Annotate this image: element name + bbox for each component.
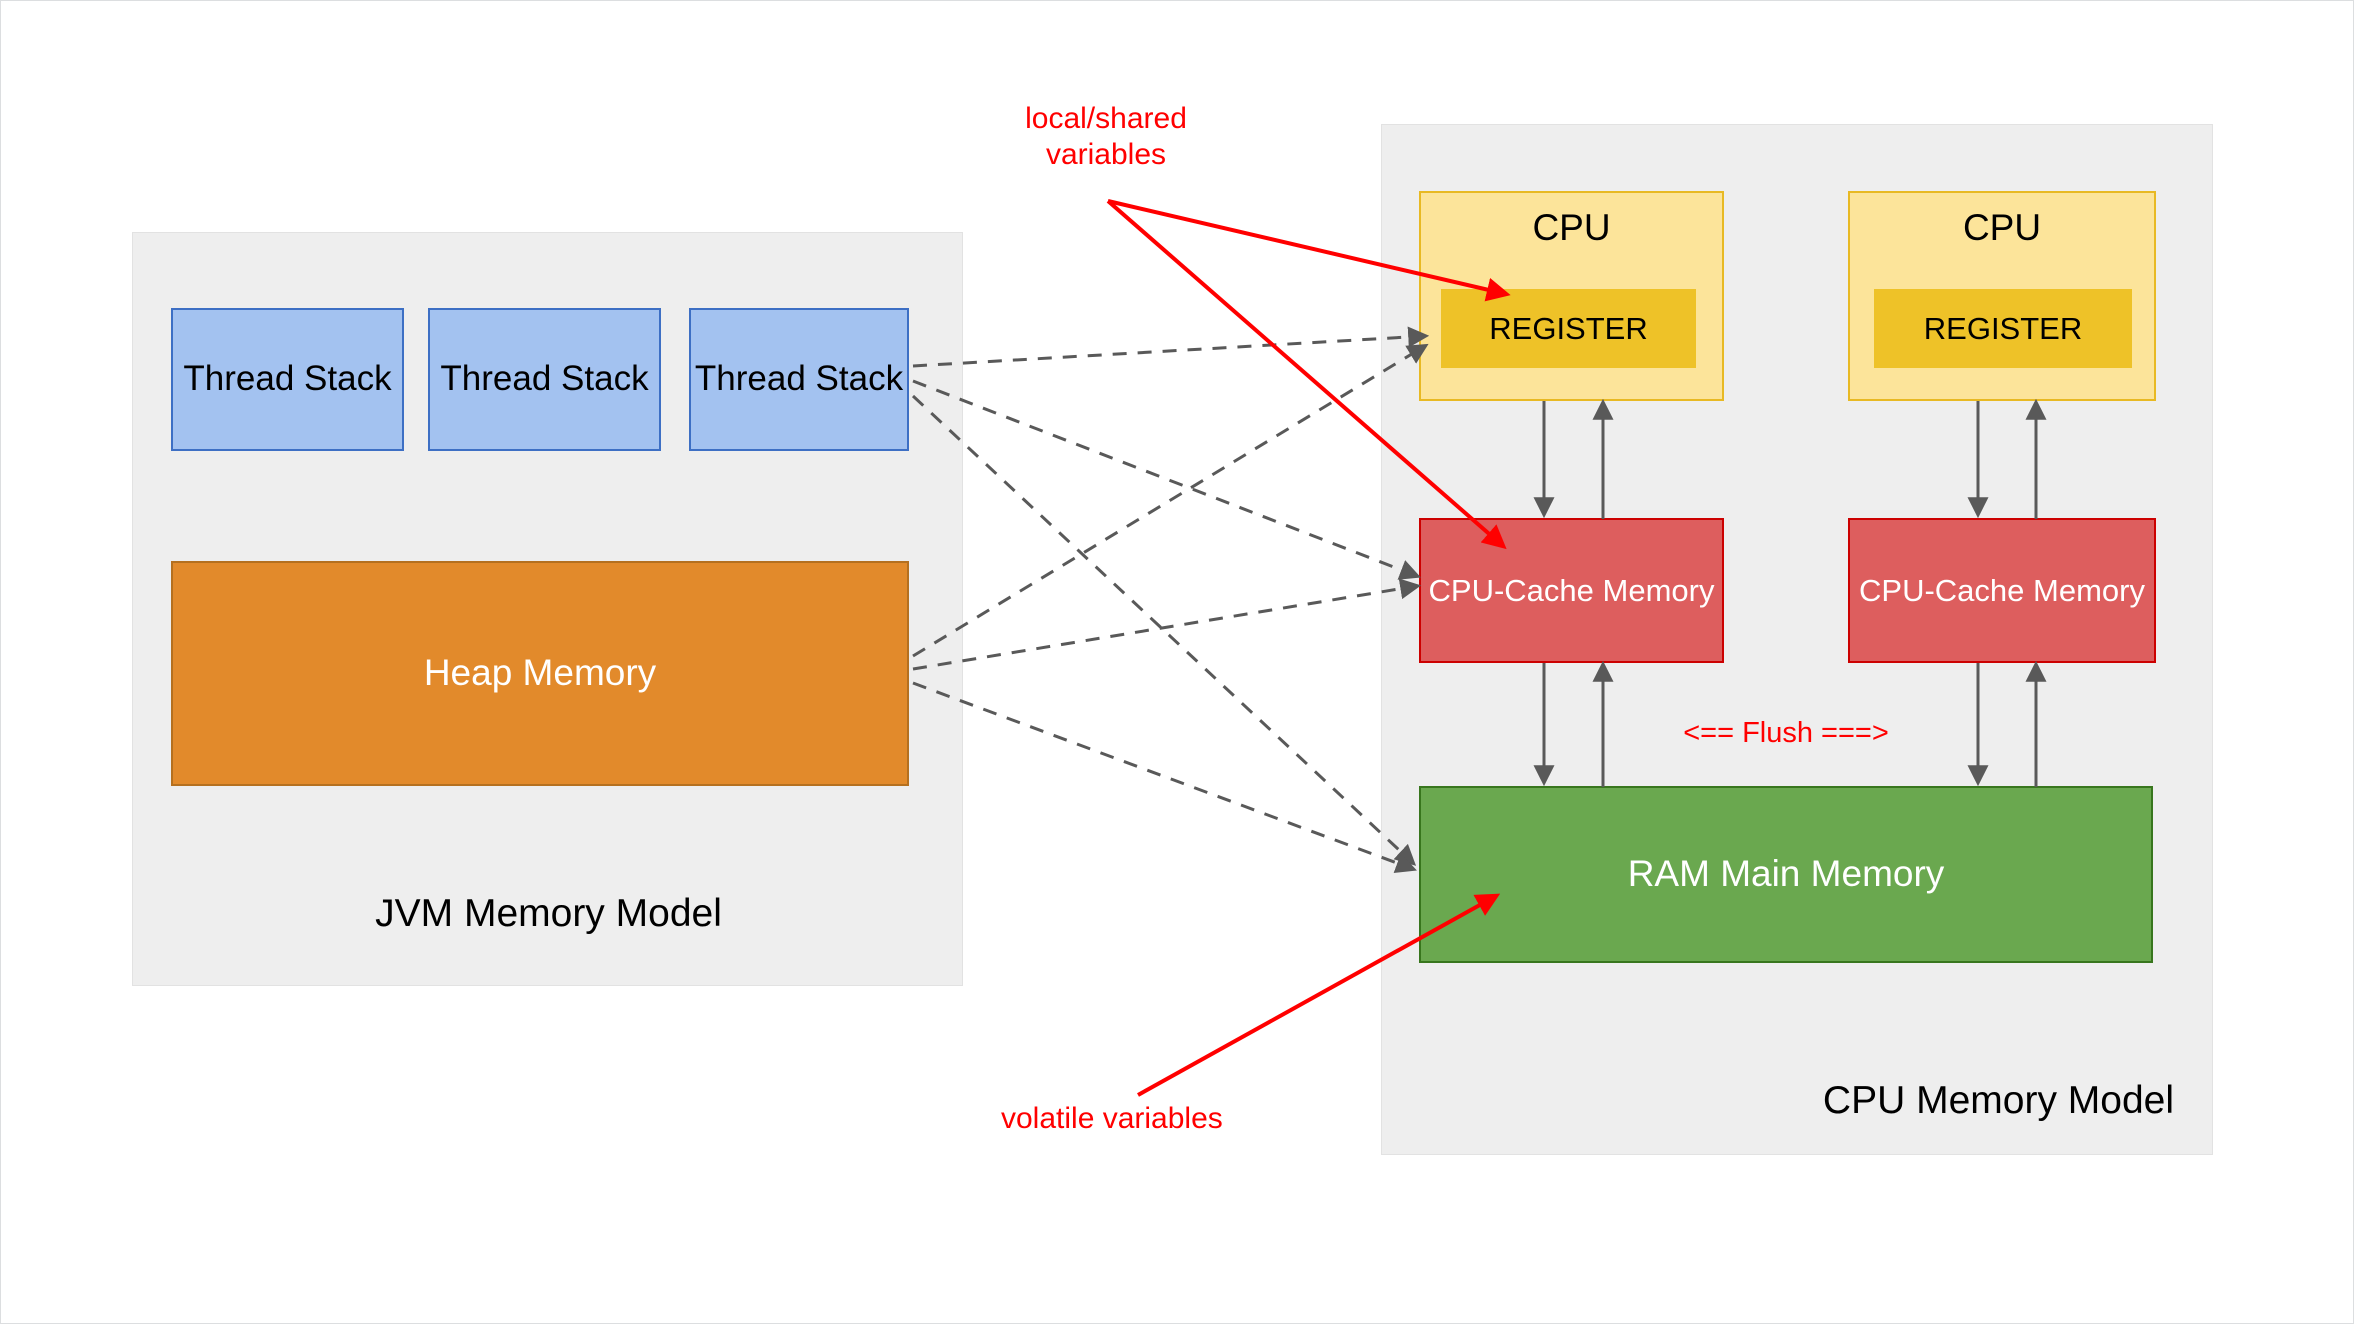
register-box-1[interactable]: REGISTER <box>1441 289 1696 368</box>
annotation-local-shared-variables: local/shared variables <box>1025 102 1187 171</box>
edge-threadstack-to-register <box>912 326 1430 368</box>
edge-threadstack-to-ram <box>911 394 1417 866</box>
ram-main-memory-box[interactable]: RAM Main Memory <box>1419 786 2153 963</box>
thread-stack-box-1[interactable]: Thread Stack <box>171 308 404 451</box>
cpu-panel-title: CPU Memory Model <box>1822 1079 2174 1122</box>
edge-heap-to-cache <box>912 578 1422 671</box>
annotation-volatile-variables: volatile variables <box>1001 1102 1223 1135</box>
edge-threadstack-to-cache <box>912 379 1421 580</box>
cpu-cache-memory-box-1[interactable]: CPU-Cache Memory <box>1419 518 1724 663</box>
register-box-2[interactable]: REGISTER <box>1874 289 2132 368</box>
thread-stack-box-2[interactable]: Thread Stack <box>428 308 661 451</box>
cpu-cache-memory-box-2[interactable]: CPU-Cache Memory <box>1848 518 2156 663</box>
annotation-flush-label: <== Flush ===> <box>1683 717 1889 749</box>
jvm-panel-title: JVM Memory Model <box>375 892 722 935</box>
thread-stack-box-3[interactable]: Thread Stack <box>689 308 909 451</box>
edge-heap-to-ram <box>912 681 1417 873</box>
edge-heap-to-register <box>912 343 1429 658</box>
heap-memory-box[interactable]: Heap Memory <box>171 561 909 786</box>
